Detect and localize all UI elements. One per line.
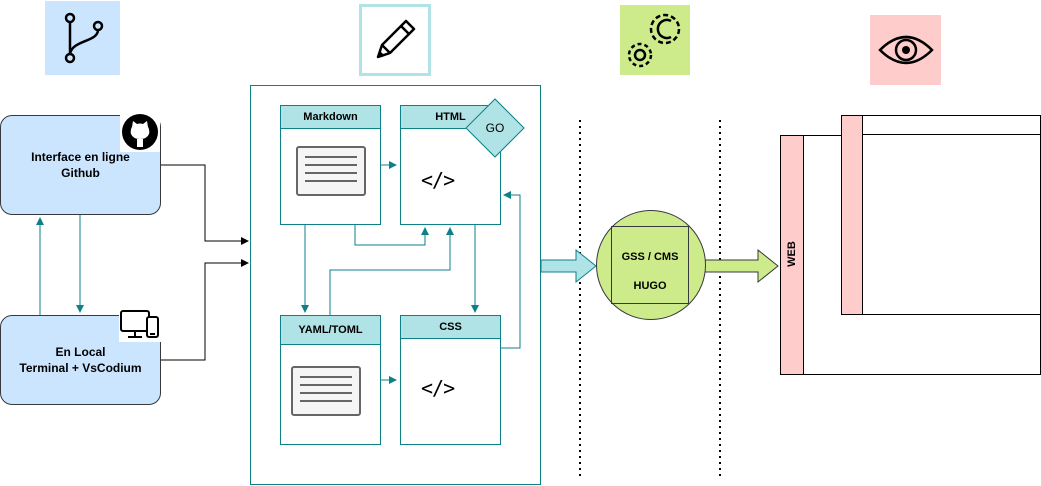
computer-devices-icon xyxy=(119,308,161,342)
markdown-file: Markdown xyxy=(280,105,381,225)
generator-line1: GSS / CMS xyxy=(621,251,679,263)
code-icon: </> xyxy=(421,168,455,192)
gears-icon xyxy=(627,13,681,68)
eye-tile xyxy=(870,15,941,85)
generator-line2: HUGO xyxy=(633,280,667,292)
yaml-toml-header: YAML/TOML xyxy=(281,316,380,345)
online-github-label: Interface en ligne Github xyxy=(31,150,130,180)
git-branch-tile xyxy=(45,1,120,75)
code-icon: </> xyxy=(421,376,455,400)
pencil-icon xyxy=(376,19,416,59)
pencil-tile xyxy=(359,4,431,76)
go-label: GO xyxy=(485,121,505,135)
generator-circle xyxy=(596,210,706,320)
document-icon xyxy=(296,146,366,196)
css-header: CSS xyxy=(401,316,500,339)
generator-square xyxy=(611,226,689,304)
git-branch-icon xyxy=(64,12,103,64)
eye-icon xyxy=(877,35,934,65)
css-file: CSS </> xyxy=(400,315,501,445)
editor-container xyxy=(250,85,541,485)
local-terminal-label: En Local Terminal + VsCodium xyxy=(19,345,142,375)
github-icon xyxy=(120,112,160,152)
browser-window-front-inner xyxy=(841,135,1041,315)
gears-tile xyxy=(620,5,690,75)
browser-window-back-topbar xyxy=(862,134,1041,135)
document-icon xyxy=(291,366,361,416)
yaml-toml-file: YAML/TOML xyxy=(280,315,381,445)
browser-window-front-sidebar xyxy=(780,135,804,375)
web-label: WEB xyxy=(786,241,798,267)
browser-window-front-inner-sidebar xyxy=(841,135,863,315)
markdown-header: Markdown xyxy=(281,106,380,129)
